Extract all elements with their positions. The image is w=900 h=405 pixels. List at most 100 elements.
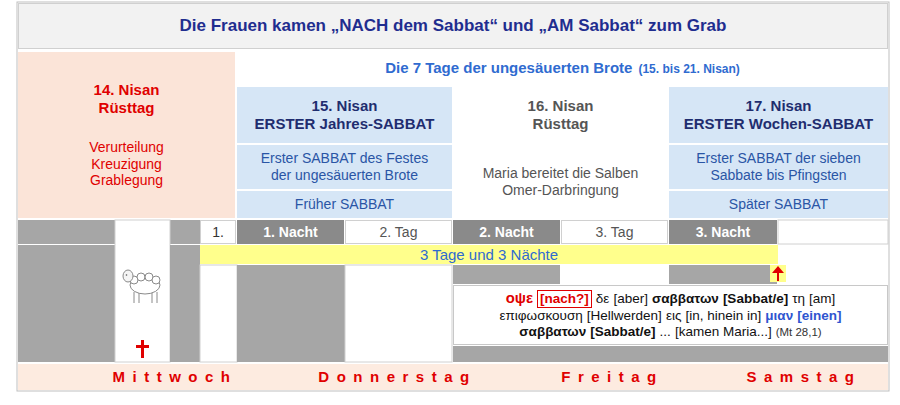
text-fragment: [am] <box>809 291 835 307</box>
text-fragment: [nach?] <box>537 290 592 308</box>
cell-text: 3. Tag <box>596 224 634 241</box>
cell-text: Freitag <box>561 368 664 386</box>
lamb-column <box>115 220 170 362</box>
text-fragment: σαββατων <box>519 324 586 340</box>
cell-text: ERSTER Wochen-SABBAT <box>684 115 873 133</box>
text-fragment: (Mt 28,1) <box>776 326 822 340</box>
cross-beam <box>136 345 149 348</box>
cell-text: Mittwoch <box>113 368 238 386</box>
cell-text: Rüsttag <box>99 99 155 117</box>
text-fragment: [kamen Maria...] <box>675 324 772 340</box>
text-fragment: δε <box>596 291 610 307</box>
white-column <box>200 265 237 362</box>
greek-text-box: οψε[nach?]δε[aber]σαββατων[Sabbat/e]τη[a… <box>453 285 888 345</box>
text-fragment: [aber] <box>613 291 648 307</box>
period-bar: 3 Tage und 3 Nächte <box>200 245 778 264</box>
day-description: Maria bereitet die SalbenOmer-Darbringun… <box>453 145 668 218</box>
text-fragment: [in, hinein in] <box>686 308 762 324</box>
cell-text: 14. Nisan <box>94 81 160 99</box>
text-fragment: επιφωσκουση <box>500 308 583 324</box>
date-heading: 17. NisanERSTER Wochen-SABBAT <box>669 87 888 143</box>
text-fragment: [Sabbat/e] <box>590 324 655 340</box>
lamb-leg <box>152 292 153 303</box>
lamb-head <box>123 270 133 282</box>
cell-text: Donnerstag <box>318 368 476 386</box>
cell-text: 2. Nacht <box>479 224 533 241</box>
weekday-label: Mittwoch <box>60 364 290 390</box>
arrow-ground <box>770 265 786 282</box>
grey-cell <box>18 220 200 244</box>
diagram-title: Die Frauen kamen „NACH dem Sabbat“ und „… <box>18 3 888 49</box>
cell-text: 1. <box>212 224 224 241</box>
sabbath-label: Früher SABBAT <box>237 191 452 218</box>
grey-column <box>237 265 345 362</box>
day-description: Erster SABBAT der sieben Sabbate bis Pfi… <box>669 145 888 189</box>
outer-frame <box>17 2 889 391</box>
grey-column <box>170 245 200 362</box>
cell-text: 2. Tag <box>380 224 418 241</box>
lamb-wool <box>152 276 160 284</box>
text-fragment: [Sabbat/e] <box>723 291 788 307</box>
day-row <box>18 364 888 390</box>
cell-text: 17. Nisan <box>746 97 812 115</box>
white-column <box>345 265 452 362</box>
cell-text: Die 7 Tage der ungesäuerten Brote <box>385 59 632 77</box>
lamb-icon <box>123 270 160 303</box>
timeline-cell: 1. <box>200 220 236 244</box>
cell-text: Maria bereitet die Salben <box>483 165 639 182</box>
night-cell: 3. Nacht <box>669 220 777 244</box>
weekday-label: Samstag <box>720 364 888 390</box>
cross-symbol <box>136 340 149 358</box>
weekday-label: Freitag <box>505 364 720 390</box>
day-cell: 3. Tag <box>561 220 668 244</box>
cell-text: Erster SABBAT des Festes der ungesäuerte… <box>255 150 435 184</box>
cell-text: Samstag <box>746 368 861 386</box>
section-header: Die 7 Tage der ungesäuerten Brote (15. bi… <box>237 52 888 85</box>
cell-text: Rüsttag <box>533 115 589 133</box>
text-line: οψε[nach?]δε[aber]σαββατων[Sabbat/e]τη[a… <box>506 290 836 308</box>
weekday-label: Donnerstag <box>290 364 505 390</box>
cell-text: ERSTER Jahres-SABBAT <box>255 115 435 133</box>
date-cell: 14. NisanRüsttagVerurteilung Kreuzigung … <box>18 52 235 218</box>
date-heading: 15. NisanERSTER Jahres-SABBAT <box>237 87 452 143</box>
text-fragment: ... <box>660 324 671 340</box>
cell-text: Später SABBAT <box>729 196 828 213</box>
arrow-head <box>772 266 784 273</box>
night-cell: 1. Nacht <box>237 220 344 244</box>
white-cell <box>778 220 888 244</box>
date-heading: 16. NisanRüsttag <box>453 87 668 143</box>
cell-text: Verurteilung Kreuzigung Grablegung <box>89 139 163 189</box>
grey-strip <box>453 265 560 284</box>
text-line: σαββατων[Sabbat/e]... [kamen Maria...] (Mt… <box>519 324 821 340</box>
text-fragment: οψε <box>506 290 533 308</box>
text-fragment: μιαν <box>765 308 793 324</box>
text-fragment: τη <box>792 291 805 307</box>
cell-text: 3. Nacht <box>696 224 750 241</box>
grey-strip <box>669 265 777 284</box>
lamb-wool <box>137 273 145 281</box>
lamb-leg <box>134 292 135 303</box>
cell-text: 3 Tage und 3 Nächte <box>420 246 558 264</box>
sabbath-label: Später SABBAT <box>669 191 888 218</box>
cell-text: Omer-Darbringung <box>502 182 619 199</box>
cell-text: 15. Nisan <box>312 97 378 115</box>
cross-beam <box>141 340 144 358</box>
text-fragment: [Hellwerden] <box>587 308 662 324</box>
text-fragment: [einen] <box>797 308 841 324</box>
night-cell: 2. Nacht <box>453 220 560 244</box>
cell-text: 1. Nacht <box>263 224 317 241</box>
text-fragment: εις <box>666 308 682 324</box>
cell-text: Früher SABBAT <box>295 196 394 213</box>
text-fragment: σαββατων <box>652 291 719 307</box>
cell-text: (15. bis 21. Nisan) <box>638 62 739 76</box>
day-cell: 2. Tag <box>345 220 452 244</box>
grey-strip <box>453 346 888 362</box>
up-arrow <box>772 266 784 281</box>
lamb-leg <box>157 292 158 303</box>
cell-text: Erster SABBAT der sieben Sabbate bis Pfi… <box>681 150 876 184</box>
cell-text: 16. Nisan <box>528 97 594 115</box>
lamb-eye <box>126 274 128 276</box>
grey-column <box>18 245 115 362</box>
